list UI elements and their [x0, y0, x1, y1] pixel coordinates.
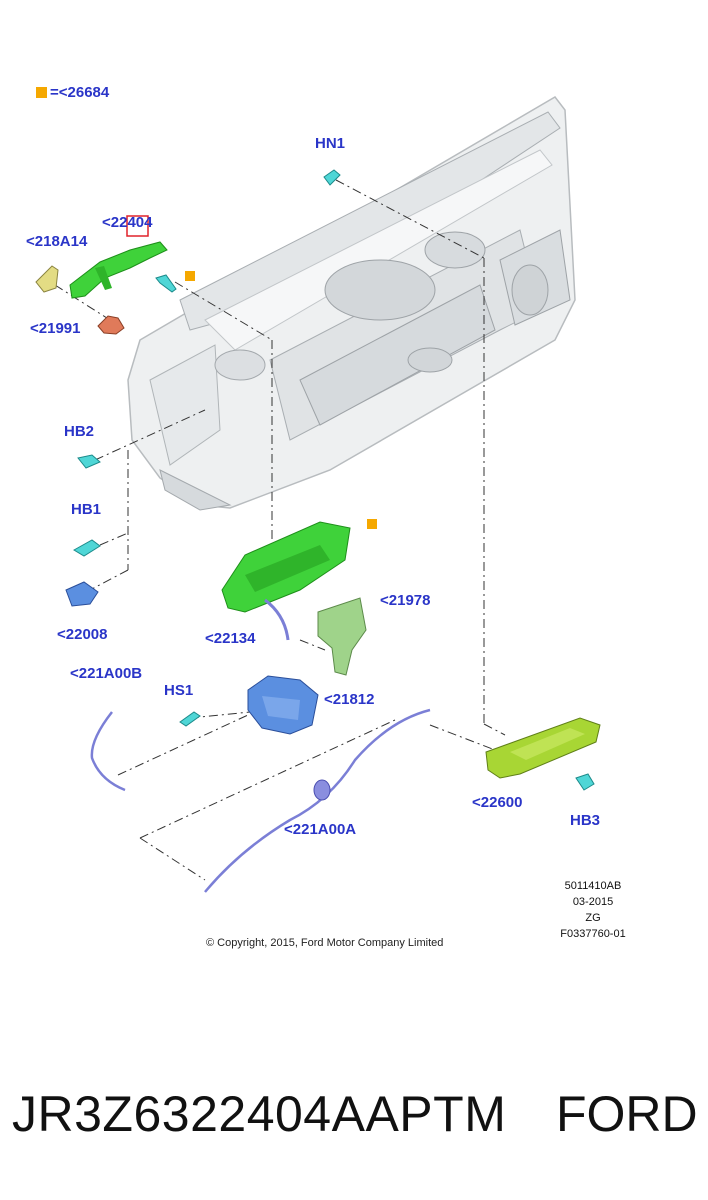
- latch-21812: [247, 675, 319, 735]
- part-number: JR3Z6322404AAPTM: [12, 1086, 507, 1142]
- callout-21991: <21991: [30, 320, 81, 337]
- screw-hn1: [323, 169, 341, 186]
- leader-lines: [54, 179, 506, 881]
- handle-reinforcement: [221, 521, 351, 613]
- cable-221a00b: [90, 711, 126, 792]
- bolt-hb3: [575, 773, 595, 791]
- legend-label: =<26684: [50, 84, 110, 101]
- callout-22008: <22008: [57, 626, 108, 643]
- exterior-handle-22404: [69, 241, 168, 299]
- door-inner-panel: [127, 96, 576, 511]
- bolt-hb2: [77, 454, 101, 469]
- legend-swatch: [36, 87, 47, 98]
- callout-hb2: HB2: [64, 423, 95, 440]
- callout-22134: <22134: [205, 630, 256, 647]
- callout-221a00b: <221A00B: [70, 665, 143, 682]
- bezel-218a14: [35, 265, 59, 293]
- trim-22600: [485, 717, 601, 779]
- screw-left-upper: [155, 274, 177, 293]
- marker-square-mid: [367, 519, 377, 529]
- marker-square-upper: [185, 271, 195, 281]
- callout-hb3: HB3: [570, 812, 601, 829]
- callout-21812: <21812: [324, 691, 375, 708]
- callout-21978: <21978: [380, 592, 431, 609]
- callout-hn1: HN1: [315, 135, 346, 152]
- callout-221a00a: <221A00A: [284, 821, 357, 838]
- copyright-notice: © Copyright, 2015, Ford Motor Company Li…: [206, 937, 444, 949]
- callout-hs1: HS1: [164, 682, 194, 699]
- cover-22008: [65, 581, 99, 607]
- drawing-figure-id: F0337760-01: [560, 928, 626, 940]
- drawing-code: 5011410AB: [564, 880, 622, 892]
- bracket-21978: [317, 597, 367, 676]
- callout-22404: <22404: [102, 214, 153, 231]
- brand-name: FORD: [556, 1086, 698, 1142]
- bracket-21991: [97, 315, 125, 335]
- drawing-variant: ZG: [585, 912, 601, 924]
- rod-22134: [264, 598, 290, 641]
- cable-221a00a: [204, 708, 431, 893]
- drawing-date: 03-2015: [572, 896, 614, 908]
- highlight-box: [126, 215, 149, 237]
- exploded-parts-diagram: [35, 96, 601, 893]
- screw-hs1: [179, 711, 201, 727]
- callout-hb1: HB1: [71, 501, 102, 518]
- callout-22600: <22600: [472, 794, 523, 811]
- bolt-hb1: [73, 539, 101, 557]
- callout-218a14: <218A14: [26, 233, 88, 250]
